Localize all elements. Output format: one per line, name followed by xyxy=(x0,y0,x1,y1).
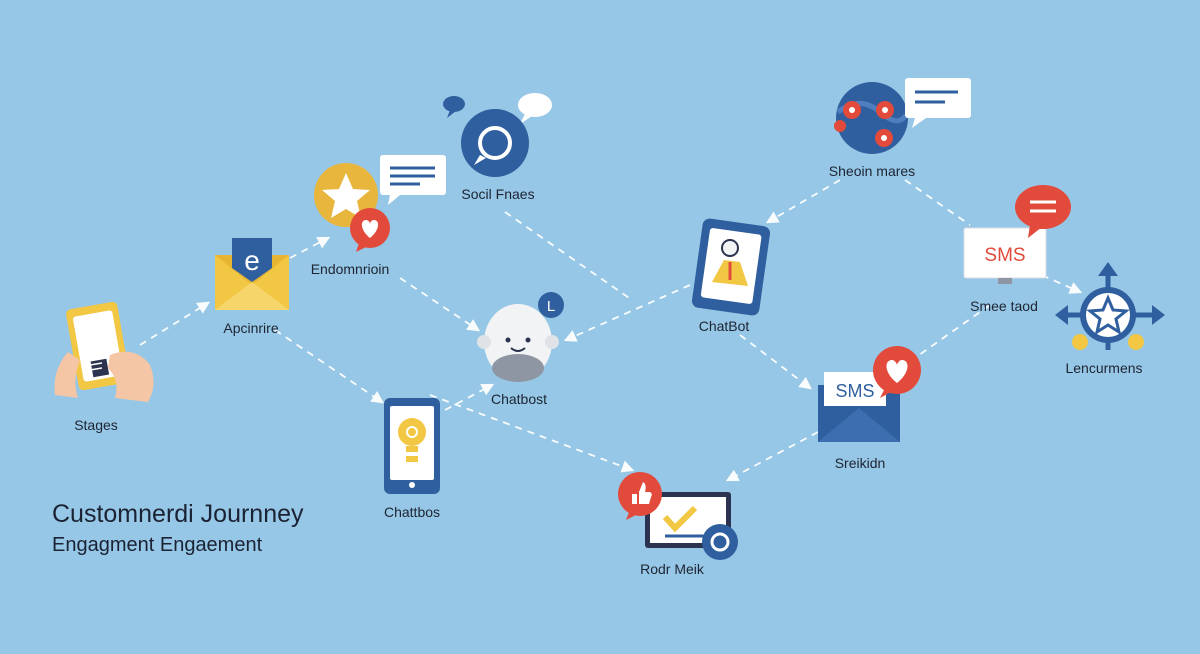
node-label-endomnrioin: Endomnrioin xyxy=(310,261,390,277)
node-label-stages: Stages xyxy=(74,417,118,433)
robot-icon: L xyxy=(477,292,564,382)
sms-envelope-icon: SMS xyxy=(818,346,921,442)
lightbulb-phone-icon xyxy=(384,398,440,494)
connector-smee-lencurmens xyxy=(1029,269,1083,294)
node-label-rodmeik: Rodr Meik xyxy=(640,561,704,577)
connector-chattbos-rodmeik xyxy=(429,394,635,473)
robot-badge: L xyxy=(547,298,555,315)
sms-monitor-icon: SMS xyxy=(963,185,1071,284)
envelope-icon: e xyxy=(215,238,289,310)
sms-monitor-text: SMS xyxy=(984,245,1025,266)
connector-endomnrioin-chatbost xyxy=(399,277,481,332)
connector-stages-apcinrire xyxy=(139,301,211,346)
node-label-lencurmens: Lencurmens xyxy=(1065,360,1143,376)
node-label-chatbost: Chatbost xyxy=(490,391,548,407)
social-ring-icon xyxy=(443,93,552,177)
diagram-subtitle: Engagment Engaement xyxy=(52,534,263,556)
node-label-apcinrire: Apcinrire xyxy=(223,320,279,336)
node-label-smee: Smee taod xyxy=(970,298,1038,314)
star-badge-icon xyxy=(314,155,446,252)
node-label-chatbos: Chattbos xyxy=(383,504,441,520)
connector-shein-smee xyxy=(904,179,971,226)
connector-apcinrire-endomnrioin xyxy=(289,236,331,259)
connector-chattbos-chatbost xyxy=(444,383,495,411)
node-label-social: Socil Fnaes xyxy=(461,186,535,202)
node-label-chatbot: ChatBot xyxy=(698,318,750,334)
connector-social-chatbot xyxy=(504,211,633,301)
connector-apcinrire-chattbos xyxy=(274,329,385,404)
connector-chatbot-sreiskin xyxy=(739,334,813,390)
connector-chatbot-chatbost xyxy=(563,284,691,342)
tablet-hand-icon xyxy=(54,301,154,402)
phone-chatbot-icon xyxy=(691,218,771,316)
envelope-letter: e xyxy=(244,245,260,276)
diagram-title: Customnerdi Journney xyxy=(52,500,304,528)
connectors xyxy=(139,179,1083,482)
connector-smee-sreiskin xyxy=(904,304,991,366)
connector-shein-chatbot xyxy=(765,179,841,224)
node-label-sreiskin: Sreikidn xyxy=(834,455,886,471)
monitor-check-icon xyxy=(618,472,738,560)
star-hub-icon xyxy=(1055,262,1165,350)
sms-envelope-text: SMS xyxy=(835,381,874,401)
location-globe-icon xyxy=(834,78,971,154)
node-label-shein: Sheoin mares xyxy=(828,163,916,179)
connector-sreiskin-rodmeik xyxy=(725,431,819,482)
